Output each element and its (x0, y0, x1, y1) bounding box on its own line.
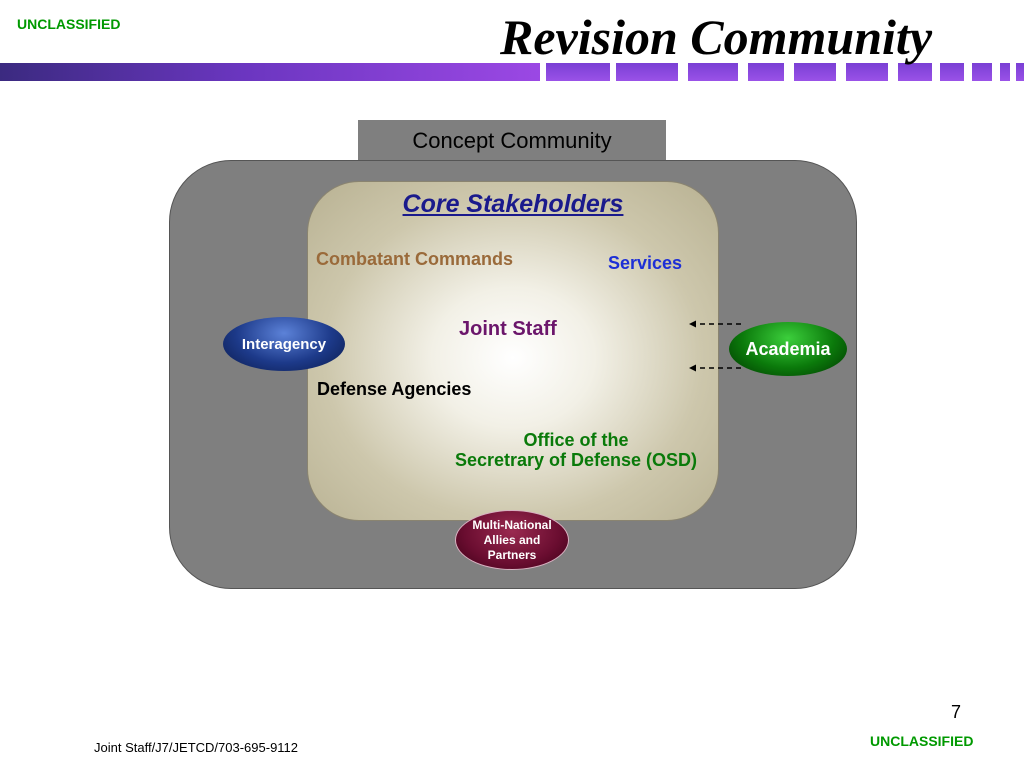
defense-agencies-label: Defense Agencies (317, 379, 472, 399)
combatant-commands-label: Combatant Commands (316, 249, 514, 269)
academia-arrows (689, 320, 741, 372)
interagency-label: Interagency (241, 335, 327, 353)
title-bar-segment (546, 63, 610, 81)
osd-label: Office of the Secretrary of Defense (OSD… (420, 430, 732, 470)
classification-top: UNCLASSIFIED (17, 16, 121, 32)
multinational-oval: Multi-National Allies and Partners (455, 510, 569, 570)
arrow-left-icon (689, 320, 741, 328)
core-stakeholders-box (307, 181, 719, 521)
title-bar-segment (846, 63, 888, 81)
interagency-oval: Interagency (223, 317, 345, 371)
concept-community-label: Concept Community (412, 128, 612, 153)
title-bar-segment (972, 63, 992, 81)
title-bar-segment (1016, 63, 1024, 81)
concept-community-tab (358, 120, 666, 164)
slide-title: Revision Community (500, 9, 933, 65)
title-bar (0, 63, 540, 81)
classification-bottom: UNCLASSIFIED (870, 733, 974, 749)
title-bar-segment (940, 63, 964, 81)
title-bar-segment (1000, 63, 1010, 81)
arrow-left-icon (689, 364, 741, 372)
title-bar-segment (898, 63, 932, 81)
title-bar-segment (748, 63, 784, 81)
osd-label-line1: Office of the (523, 430, 629, 450)
multinational-label-line2: Allies and (483, 532, 541, 547)
title-bar-segment (616, 63, 678, 81)
academia-oval: Academia (729, 322, 847, 376)
multinational-label-line1: Multi-National (472, 517, 552, 532)
osd-label-line2: Secretrary of Defense (OSD) (454, 450, 698, 470)
title-bar-segment (794, 63, 836, 81)
services-label: Services (608, 253, 683, 273)
footer-contact: Joint Staff/J7/JETCD/703-695-9112 (94, 740, 299, 755)
joint-staff-label: Joint Staff (459, 318, 557, 340)
page-number: 7 (951, 702, 962, 722)
title-bar-segment (688, 63, 738, 81)
core-stakeholders-title: Core Stakeholders (402, 190, 624, 218)
academia-label: Academia (745, 338, 831, 359)
multinational-label-line3: Partners (487, 547, 537, 562)
